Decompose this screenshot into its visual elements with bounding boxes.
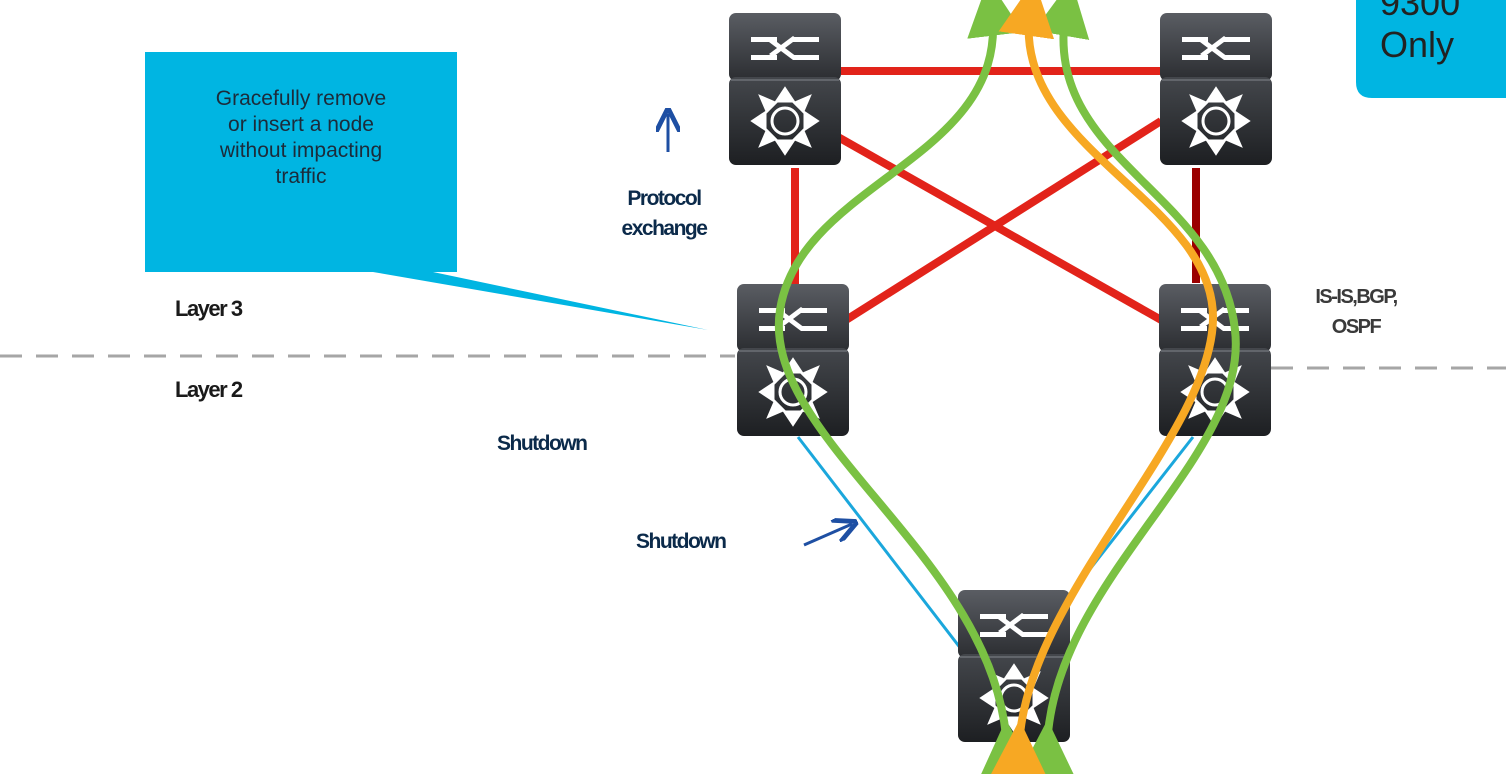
callout-line: without impacting xyxy=(219,139,383,162)
switch-icon xyxy=(727,11,843,167)
flow-green-right xyxy=(1018,0,1240,777)
flow-orange xyxy=(990,0,1218,777)
callout-text: Gracefully remove or insert a node witho… xyxy=(145,86,457,190)
corner-box-text: 9300 Only xyxy=(1380,0,1506,66)
callout-line: or insert a node xyxy=(228,113,374,136)
callout-line: traffic xyxy=(275,165,327,188)
switch-icon xyxy=(735,282,851,438)
switch-icon xyxy=(1158,11,1274,167)
flow-green-left xyxy=(774,0,1036,777)
layer3-label: Layer 3 xyxy=(175,296,243,321)
callout-box xyxy=(145,52,708,330)
spine-leaf-links xyxy=(791,67,1165,325)
traffic-flows xyxy=(774,0,1240,777)
protocols-label: IS-IS,BGP, OSPF xyxy=(1315,286,1398,338)
callout-line: Gracefully remove xyxy=(215,87,387,110)
corner-line-1: 9300 xyxy=(1380,0,1461,23)
corner-line-2: Only xyxy=(1380,24,1455,65)
corner-box xyxy=(1356,0,1506,98)
shutdown-label-upper: Shutdown xyxy=(497,432,588,455)
protocol-exchange-label: Protocol exchange xyxy=(621,187,708,240)
shutdown-label-lower: Shutdown xyxy=(636,530,727,553)
shutdown-arrow-icon xyxy=(803,524,852,547)
layer2-label: Layer 2 xyxy=(175,377,243,402)
